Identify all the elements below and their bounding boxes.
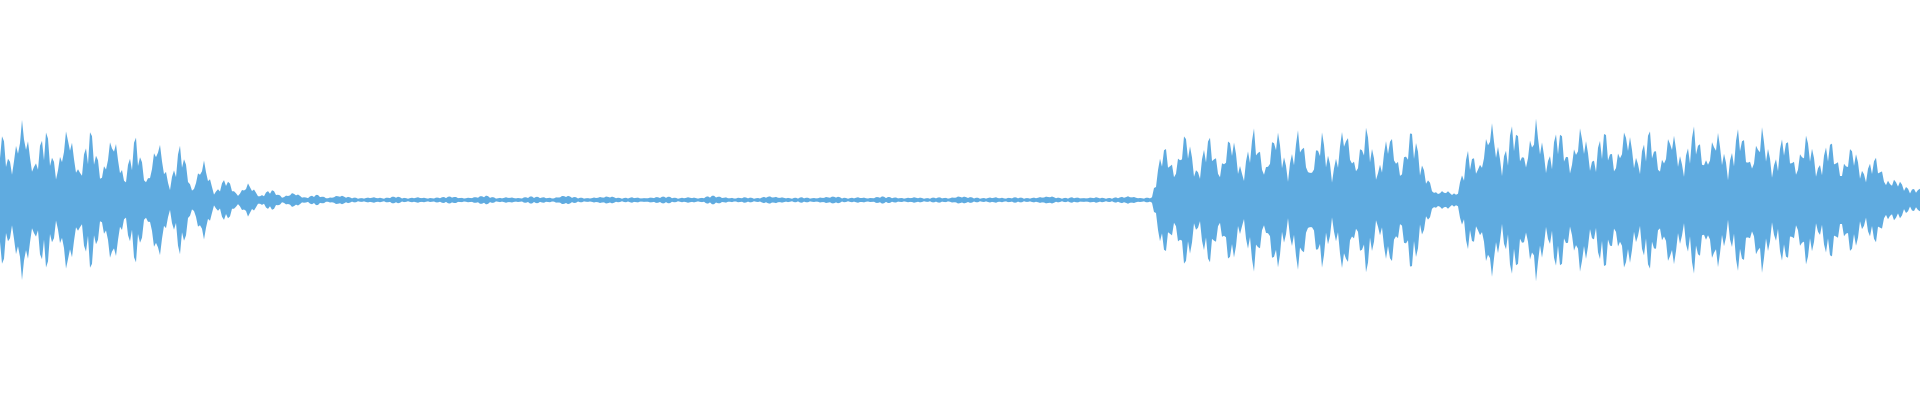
waveform-samples bbox=[0, 118, 1920, 282]
